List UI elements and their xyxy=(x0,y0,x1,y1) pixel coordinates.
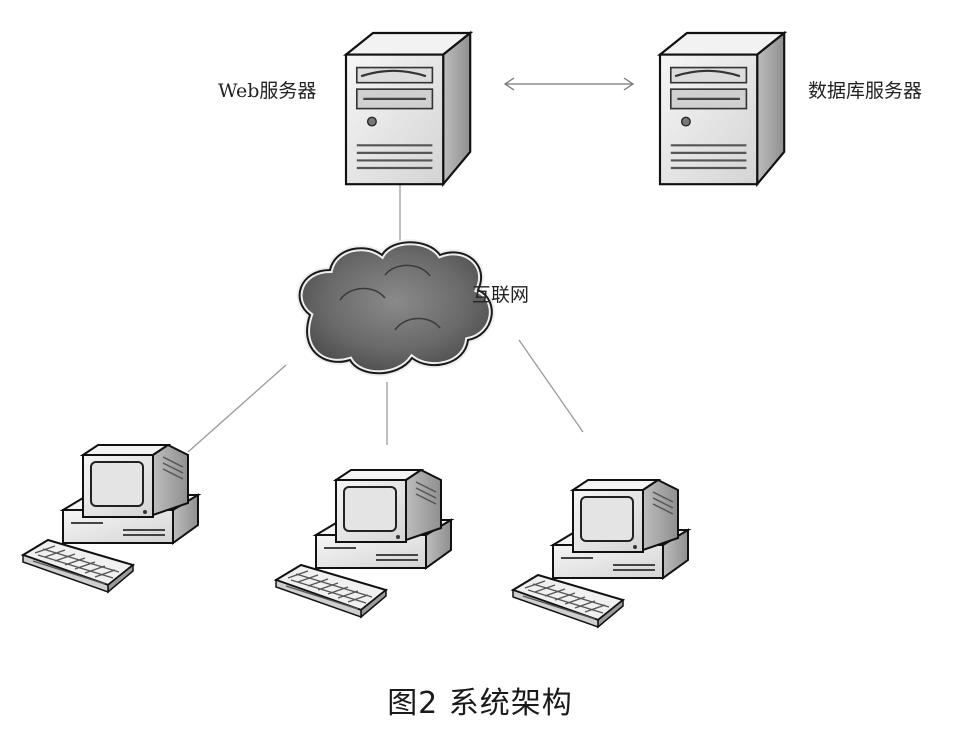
link-internet-to-pc1 xyxy=(187,364,287,453)
double-arrow-icon xyxy=(503,77,635,91)
server-tower-icon xyxy=(344,31,472,186)
db-server-label: 数据库服务器 xyxy=(808,80,923,102)
desktop-computer-icon xyxy=(22,444,199,593)
internet-label: 互联网 xyxy=(472,284,530,306)
desktop-computer-icon xyxy=(512,479,689,628)
desktop-computer-icon xyxy=(275,469,452,618)
figure-caption: 图2 系统架构 xyxy=(387,686,573,721)
cloud-icon xyxy=(296,239,495,377)
link-internet-to-pc3 xyxy=(518,339,584,433)
web-server-label: Web服务器 xyxy=(218,80,317,102)
server-tower-icon xyxy=(658,31,786,186)
